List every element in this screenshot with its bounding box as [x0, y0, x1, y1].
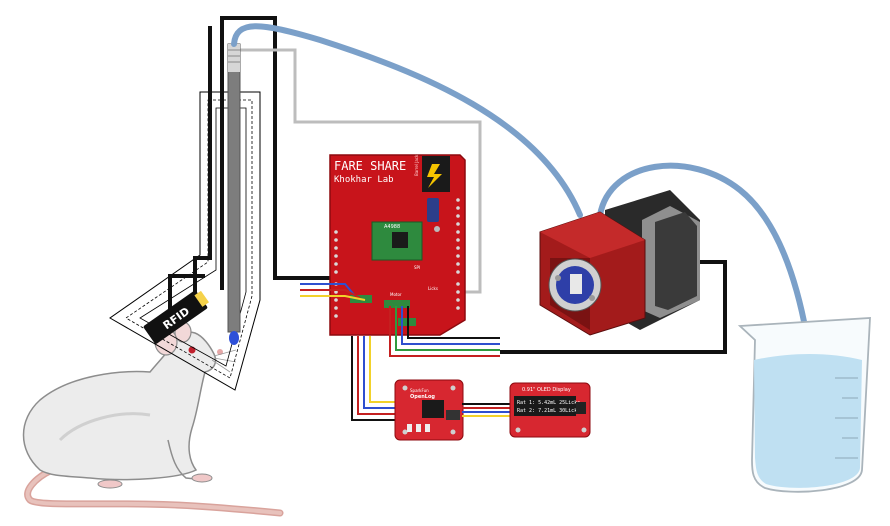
rfid-enclosure	[109, 91, 261, 391]
rfid-wire-yellow	[300, 295, 366, 301]
peristaltic-pump	[539, 190, 700, 336]
barrel-jack-label: Barrel Jack	[414, 154, 419, 176]
water-tube	[231, 23, 583, 218]
right-header	[456, 198, 460, 310]
oled-line-2: Rat 2: 7.21mL 30Licks	[517, 408, 580, 414]
openlog-vendor: SparkFun	[410, 388, 429, 393]
motor-wire-red	[389, 306, 500, 357]
openlog-wire-blue	[363, 336, 395, 409]
motor-wire-black2	[407, 306, 500, 339]
motor-connector	[384, 300, 410, 308]
openlog-wire-yellow	[369, 336, 395, 403]
water-beaker	[737, 317, 871, 493]
rfid-wire-red	[300, 289, 361, 299]
openlog-brand: OpenLog	[410, 394, 435, 400]
lick-spout	[227, 43, 241, 345]
openlog-wire-red	[357, 336, 395, 415]
spi-label: SPI	[414, 265, 420, 270]
fare-share-board: FARE SHARE Khokhar Lab Barrel Jack A4988…	[329, 154, 466, 336]
motor-wire-green	[395, 306, 500, 351]
rfid-wire-blue	[300, 283, 356, 297]
board-subtitle: Khokhar Lab	[334, 175, 394, 185]
motor-wire	[500, 260, 727, 354]
openlog-board: SparkFun OpenLog	[394, 379, 464, 441]
rat-illustration	[22, 321, 284, 517]
gray-wire	[240, 48, 482, 294]
oled-screen	[514, 396, 576, 416]
motor-label: Motor	[390, 292, 402, 297]
board-title: FARE SHARE	[334, 159, 406, 173]
lick-sensor-wire	[220, 16, 330, 290]
oled-line-1: Rat 1: 5.42mL 25Licks	[517, 400, 580, 406]
oled-board: 0.91" OLED Display Rat 1: 5.42mL 25Licks…	[509, 382, 591, 438]
oled-title: 0.91" OLED Display	[522, 387, 571, 393]
rfid-wire-black	[193, 26, 212, 300]
openlog-wire-black	[351, 336, 395, 421]
capacitor	[427, 198, 439, 222]
motor-wire-blue	[401, 306, 500, 345]
licks-label: Licks	[428, 286, 438, 291]
chip-label: A4988	[384, 224, 400, 230]
rfid-wire-cable	[168, 274, 205, 312]
